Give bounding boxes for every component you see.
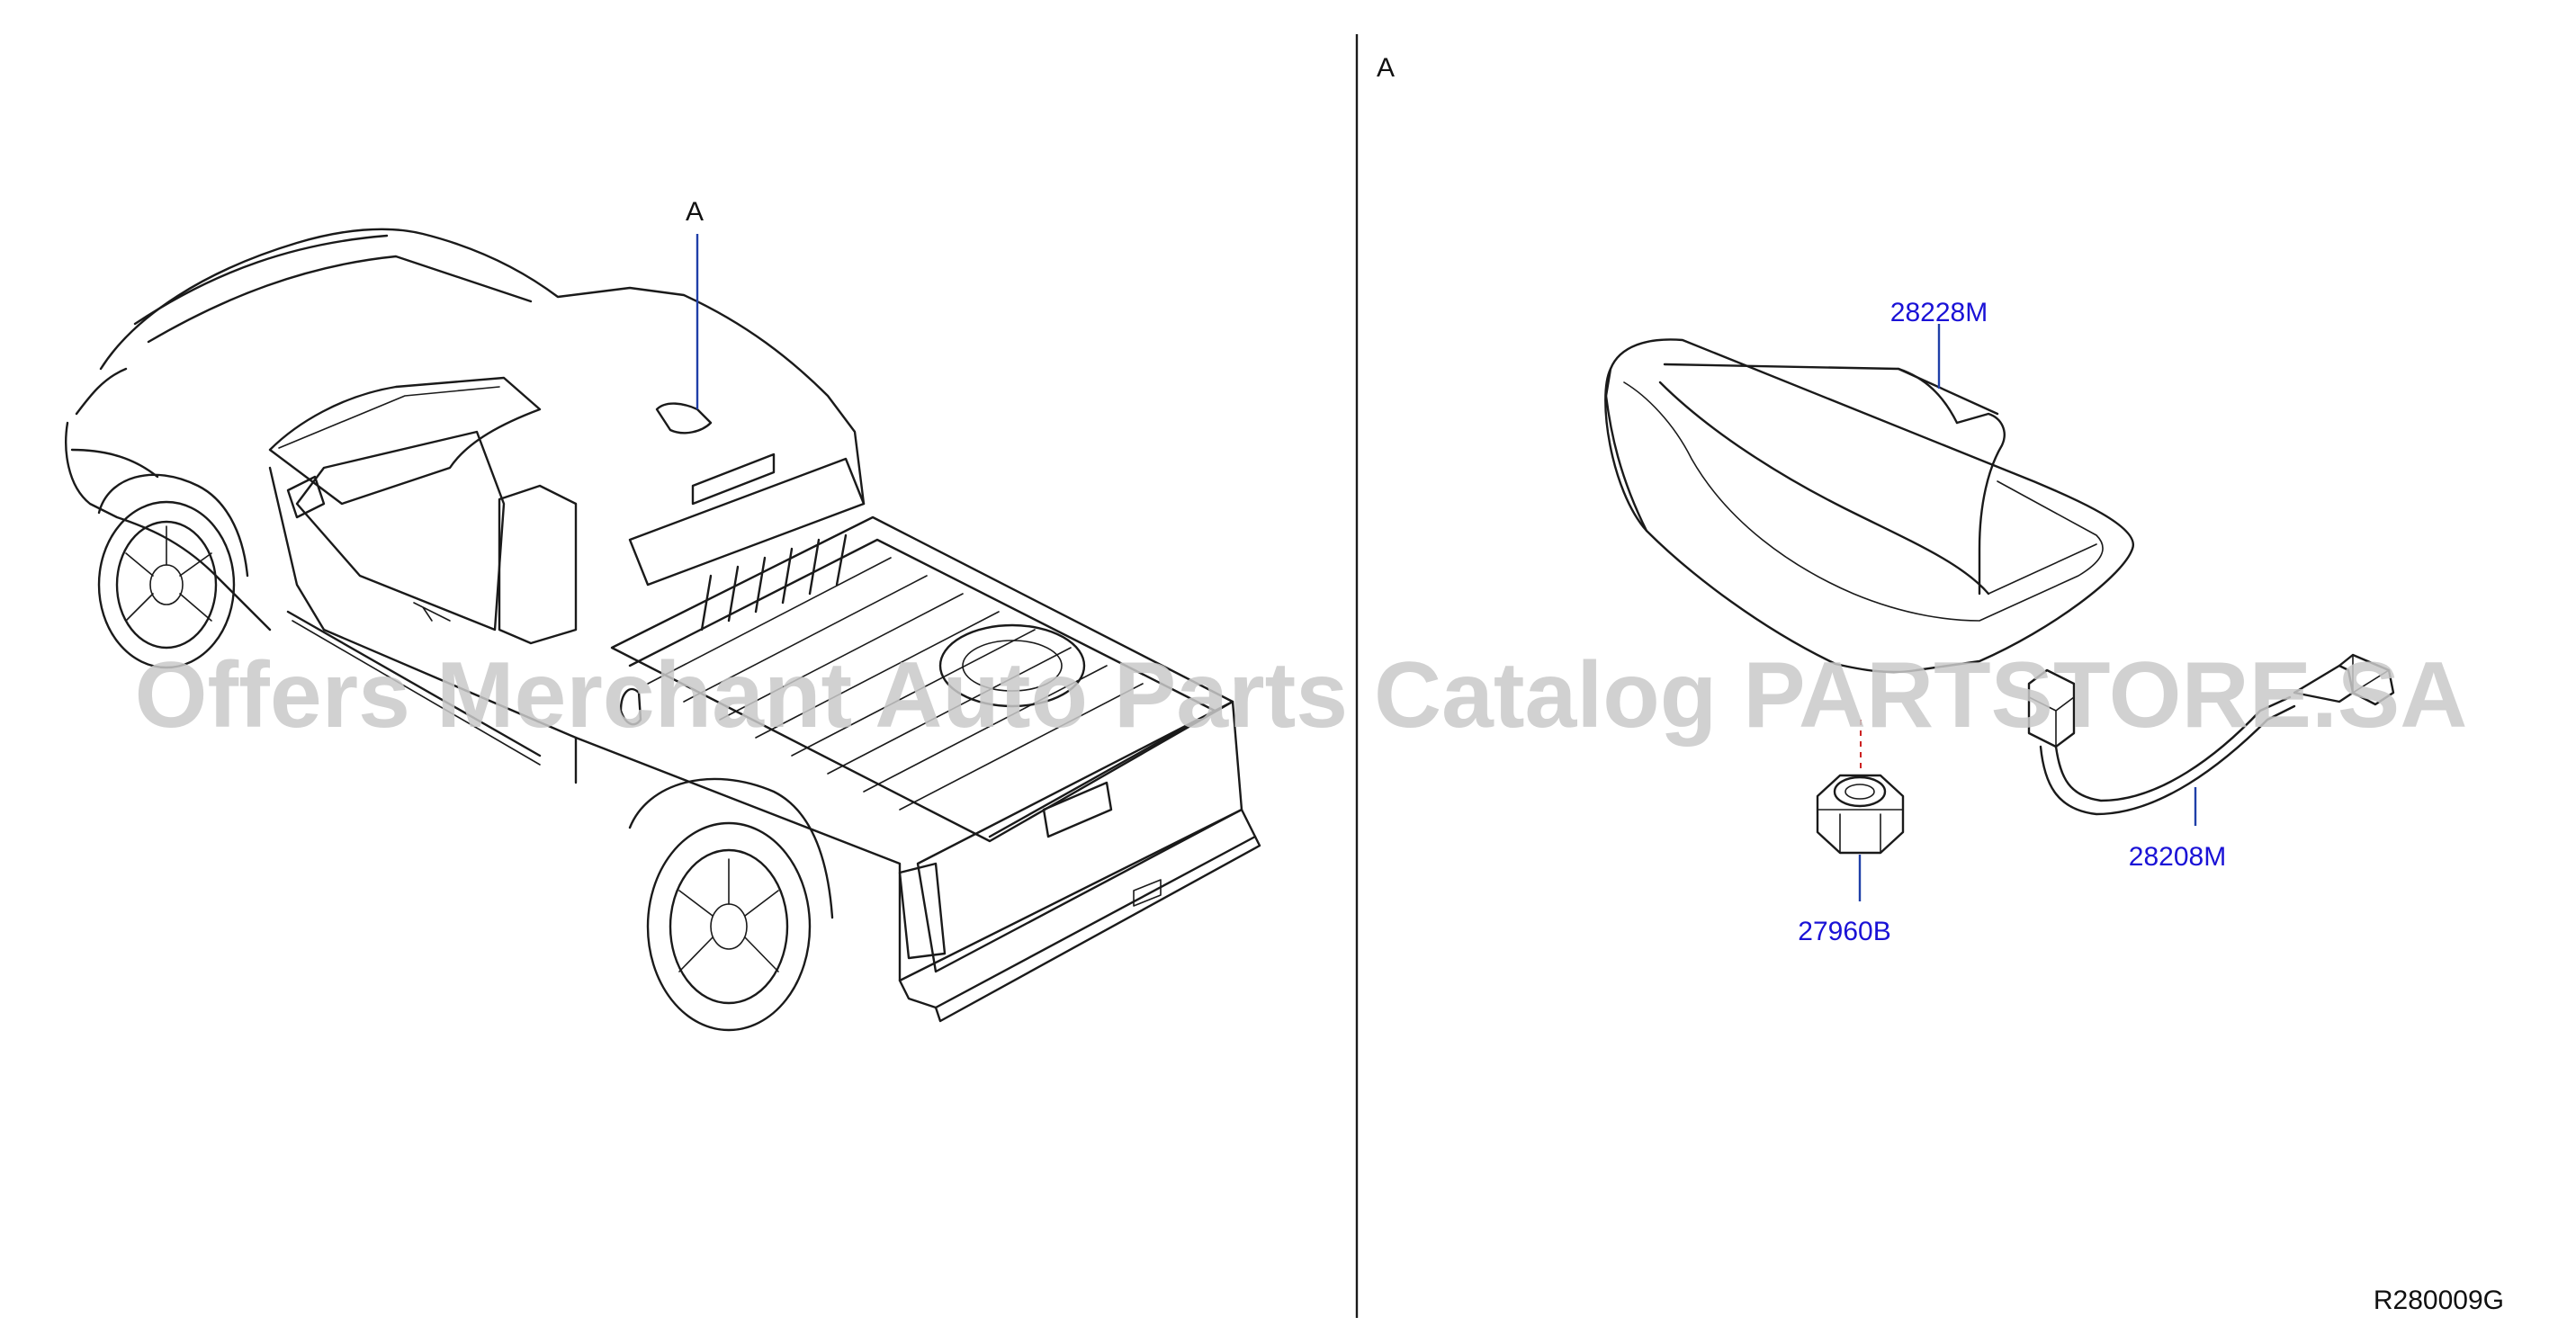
vehicle-callout: A	[686, 197, 704, 409]
nut-part-number: 27960B	[1798, 917, 1890, 946]
antenna-assembly-drawing	[1604, 338, 2134, 674]
vehicle-callout-label: A	[686, 197, 704, 227]
roof-antenna-shape	[655, 402, 713, 435]
antenna-callout: 28228M	[1890, 298, 1988, 389]
diagram-code: R280009G	[2374, 1286, 2504, 1315]
nut-callout: 27960B	[1798, 855, 1891, 946]
feeder-cable-drawing	[2027, 653, 2395, 816]
nut-drawing	[1816, 720, 1905, 855]
pickup-truck-drawing	[65, 228, 1261, 1032]
cable-part-number: 28208M	[2129, 842, 2226, 872]
cable-callout: 28208M	[2129, 787, 2226, 872]
antenna-part-number: 28228M	[1890, 298, 1988, 327]
detail-view-label: A	[1377, 53, 1395, 83]
watermark: Offers Merchant Auto Parts Catalog PARTS…	[135, 643, 2468, 748]
